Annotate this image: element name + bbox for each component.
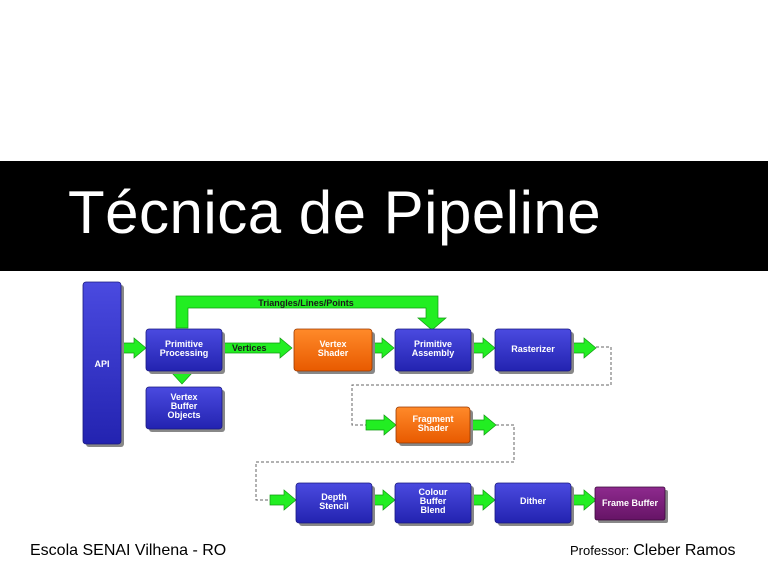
node-dither: Dither xyxy=(494,482,572,524)
node-rasterizer: Rasterizer xyxy=(494,328,572,372)
arrow-processing-vertexshader xyxy=(220,337,293,359)
node-colour-buffer-blend-label-2: Buffer xyxy=(420,496,447,506)
slide-title: Técnica de Pipeline xyxy=(68,179,602,246)
node-fragment-shader: Fragment Shader xyxy=(395,406,471,444)
arrow-api-processing xyxy=(120,337,147,359)
node-api: API xyxy=(82,281,122,445)
node-primitive-assembly-label-2: Assembly xyxy=(412,348,455,358)
node-vbo-label-1: Vertex xyxy=(170,392,197,402)
node-fragment-shader-label-1: Fragment xyxy=(412,414,453,424)
node-depth-stencil-label-2: Stencil xyxy=(319,501,349,511)
node-fragment-shader-label-2: Shader xyxy=(418,423,449,433)
node-colour-buffer-blend-label-1: Colour xyxy=(419,487,448,497)
node-vertex-shader-label-1: Vertex xyxy=(319,339,346,349)
node-vbo-label-2: Buffer xyxy=(171,401,198,411)
node-vertex-shader-label-2: Shader xyxy=(318,348,349,358)
arrow-colour-dither xyxy=(470,489,496,511)
node-primitive-assembly-label-1: Primitive xyxy=(414,339,452,349)
flow-arrows xyxy=(120,337,597,511)
edge-label-triangles: Triangles/Lines/Points xyxy=(258,298,354,308)
dashed-connector-fragment-depth xyxy=(255,424,515,501)
arrow-rasterizer-out xyxy=(570,337,597,359)
arrow-depth-colour xyxy=(372,489,396,511)
node-frame-buffer-label: Frame Buffer xyxy=(602,498,659,508)
node-vertex-buffer-objects: Vertex Buffer Objects xyxy=(145,386,223,430)
node-rasterizer-label: Rasterizer xyxy=(511,344,555,354)
node-primitive-processing-label-2: Processing xyxy=(160,348,209,358)
edge-label-vertices: Vertices xyxy=(232,343,267,353)
node-depth-stencil-label-1: Depth xyxy=(321,492,347,502)
node-depth-stencil: Depth Stencil xyxy=(295,482,373,524)
node-colour-buffer-blend-label-3: Blend xyxy=(420,505,445,515)
arrow-in-depth xyxy=(269,489,297,511)
node-dither-label: Dither xyxy=(520,496,547,506)
node-api-label: API xyxy=(94,359,109,369)
dashed-connectors xyxy=(255,346,612,501)
node-vbo-label-3: Objects xyxy=(167,410,200,420)
node-primitive-processing: Primitive Processing xyxy=(145,328,223,372)
arrow-assembly-rasterizer xyxy=(470,337,496,359)
arrow-fragment-out xyxy=(470,414,497,436)
arrow-dither-framebuffer xyxy=(570,489,597,511)
footer-professor-name: Cleber Ramos xyxy=(633,542,736,559)
footer-professor-prefix: Professor: xyxy=(570,543,630,558)
dashed-connector-rasterizer-fragment xyxy=(351,346,612,426)
arrow-vertexshader-assembly xyxy=(372,337,395,359)
node-vertex-shader: Vertex Shader xyxy=(293,328,373,372)
title-bar: Técnica de Pipeline xyxy=(0,161,768,271)
node-primitive-assembly: Primitive Assembly xyxy=(394,328,472,372)
footer-school: Escola SENAI Vilhena - RO xyxy=(30,542,227,559)
footer-professor: Professor:Cleber Ramos xyxy=(570,542,736,560)
triangles-arrow xyxy=(175,295,447,331)
node-colour-buffer-blend: Colour Buffer Blend xyxy=(394,482,472,524)
node-primitive-processing-label-1: Primitive xyxy=(165,339,203,349)
node-frame-buffer: Frame Buffer xyxy=(594,486,666,521)
arrow-in-fragment xyxy=(365,414,397,436)
